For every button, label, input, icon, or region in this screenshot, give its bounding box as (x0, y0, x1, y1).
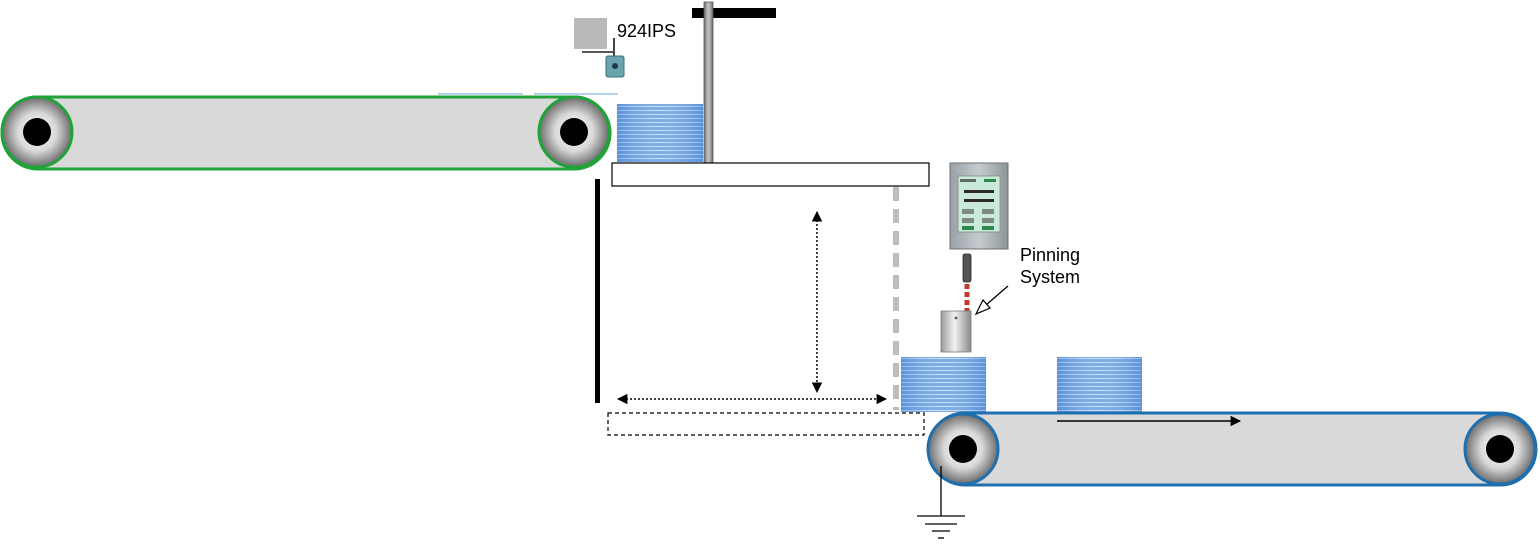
electrode-icon (940, 310, 972, 353)
pulley-icon (0, 95, 74, 169)
pole-top-bar (692, 8, 776, 18)
pulley-icon (926, 412, 1000, 486)
pinning-label-line2: System (1019, 267, 1080, 287)
product-stack (617, 104, 703, 162)
platform-lower-position (607, 412, 925, 436)
product-stack (901, 357, 986, 412)
pinning-pointer-arrow (974, 285, 1009, 316)
lower-conveyor (926, 411, 1538, 487)
lower-belt (927, 411, 1538, 487)
platform (611, 162, 930, 187)
sensor-label: 924IPS (617, 21, 677, 41)
controller-icon (949, 162, 1009, 250)
pulley-icon (1463, 412, 1537, 486)
pinning-label-line1: Pinning (1019, 245, 1081, 265)
left-wall (595, 179, 600, 403)
upper-belt (0, 95, 612, 171)
pinning-cable (962, 253, 972, 312)
pinning-system-label: Pinning System (1004, 244, 1096, 288)
sensor-icon (574, 18, 625, 78)
pole (703, 1, 714, 164)
pulley-icon (537, 95, 611, 169)
ground-icon (917, 466, 965, 539)
product-stack (1057, 357, 1142, 412)
upper-conveyor (0, 95, 612, 171)
